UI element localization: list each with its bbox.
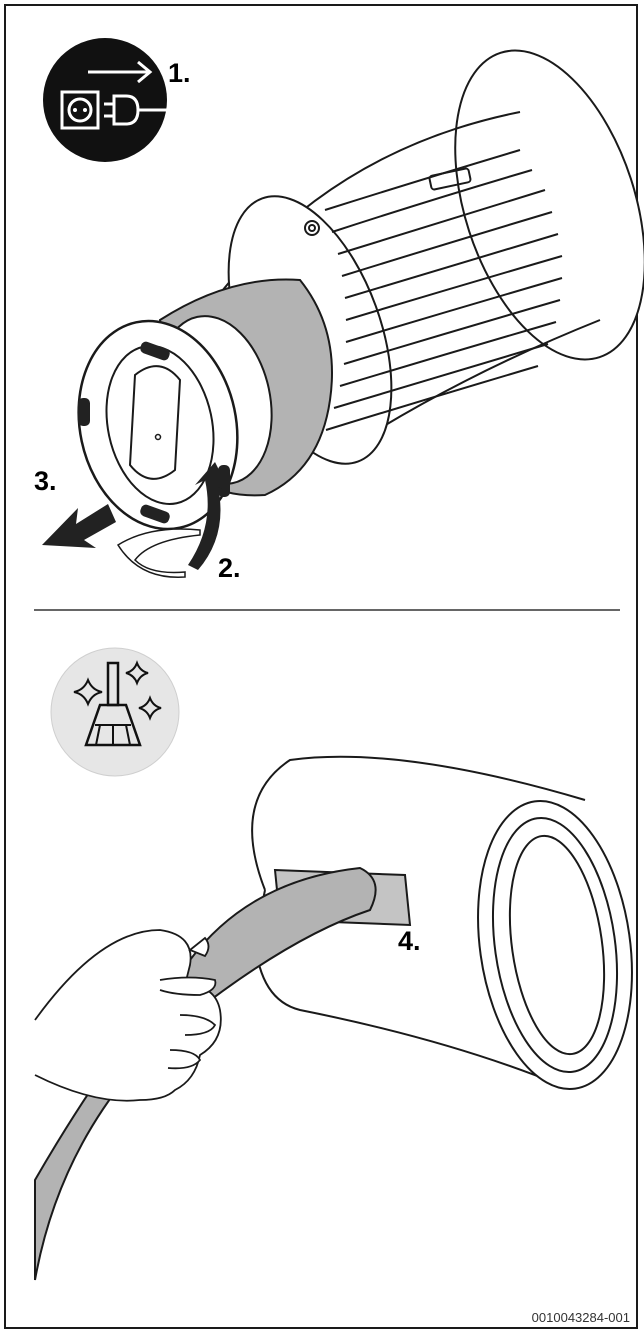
hand	[34, 929, 222, 1102]
front-cover-ring	[77, 319, 239, 531]
unplug-icon	[43, 38, 168, 162]
document-number: 0010043284-001	[531, 1310, 630, 1325]
cleaning-broom-icon	[50, 647, 180, 777]
step-1-label: 1.	[168, 58, 191, 88]
page-frame	[4, 4, 638, 1329]
rotate-arrow-icon	[116, 462, 230, 578]
step-3-label: 3.	[34, 466, 57, 496]
step-4-label: 4.	[398, 926, 421, 956]
pull-arrow-icon	[42, 504, 116, 548]
filter-cylinder	[251, 755, 633, 1090]
step-2-label: 2.	[218, 553, 241, 583]
